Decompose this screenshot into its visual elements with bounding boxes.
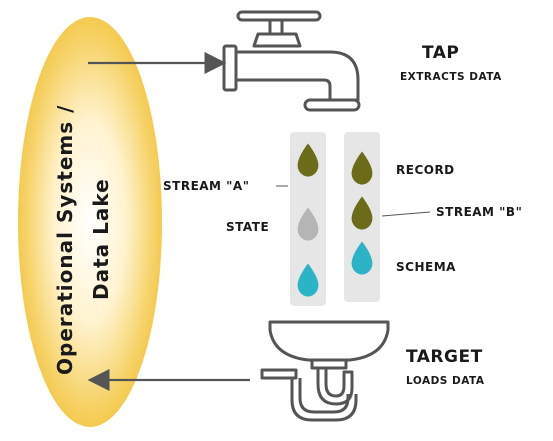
state-label: STATE (226, 220, 269, 234)
data-lake: Operational Systems / Data Lake (18, 17, 162, 427)
stream-b-pointer (381, 211, 431, 217)
schema-label: SCHEMA (396, 260, 456, 274)
stream-a-label: STREAM "A" (163, 179, 249, 193)
data-lake-label-line2: Data Lake (89, 178, 113, 300)
sink-icon (260, 320, 390, 422)
data-lake-label-line1: Operational Systems / (53, 105, 77, 375)
tap-title: TAP (422, 43, 459, 63)
tap-subtitle: EXTRACTS DATA (400, 71, 502, 83)
stream-b-label: STREAM "B" (436, 205, 522, 219)
target-title: TARGET (406, 347, 483, 367)
data-lake-ellipse (18, 17, 162, 427)
record-label: RECORD (396, 163, 455, 177)
faucet-icon (222, 10, 361, 112)
target-subtitle: LOADS DATA (406, 375, 485, 387)
